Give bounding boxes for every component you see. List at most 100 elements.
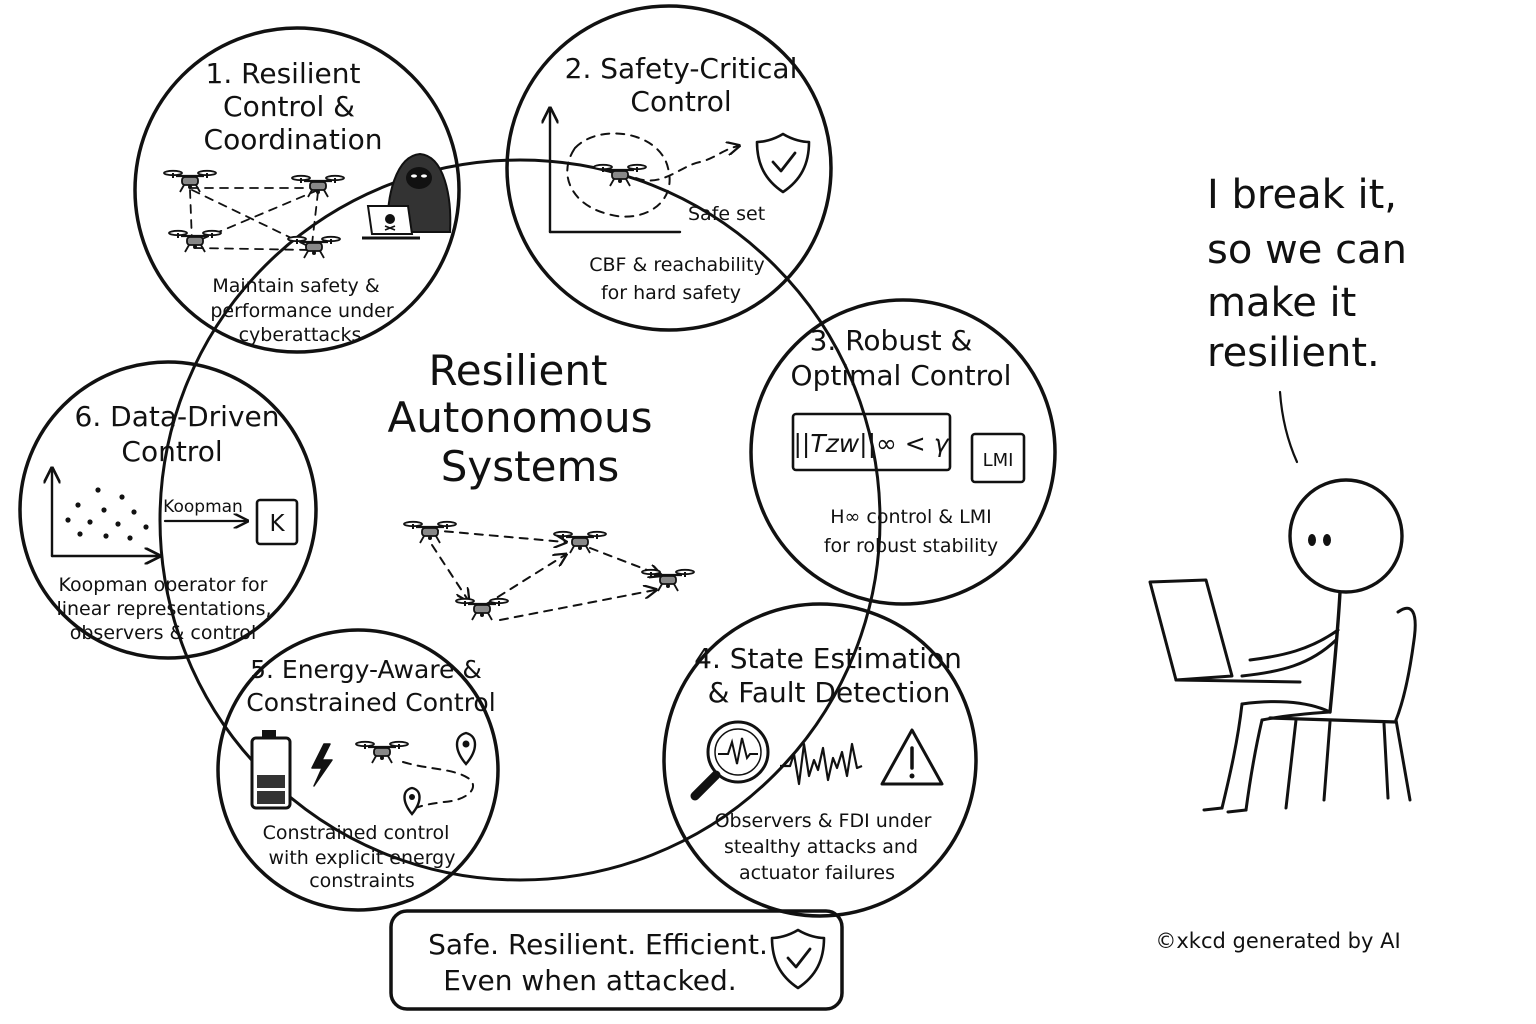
stick-figure: [1148, 478, 1417, 814]
figure-foot: [1226, 808, 1248, 814]
center-block: Resilient Autonomous Systems: [388, 346, 696, 622]
module-title-line: 2. Safety-Critical: [565, 52, 798, 85]
module-caption-line: Koopman operator for: [59, 574, 268, 596]
swarm-drones: [402, 520, 696, 622]
figure-arm: [1248, 628, 1340, 662]
module-title-line: 5. Energy-Aware &: [250, 655, 482, 684]
banner-line-2: Even when attacked.: [443, 964, 736, 997]
shield-check-icon: [770, 928, 826, 990]
module-circle: [662, 602, 978, 918]
chair-icon: [1268, 606, 1417, 810]
center-title-line-3: Systems: [441, 442, 620, 491]
speech-line-4: resilient.: [1207, 330, 1380, 376]
module-caption-line: Maintain safety &: [212, 275, 379, 297]
module-circle: [749, 298, 1057, 606]
module-data-driven: 6. Data-Driven Control Koopman K Koopman…: [18, 360, 318, 660]
module-caption-line: cyberattacks: [239, 324, 362, 346]
center-title-line-2: Autonomous: [388, 393, 653, 442]
module-caption-line: Observers & FDI under: [715, 810, 932, 832]
module-title-line: 4. State Estimation: [694, 642, 962, 675]
module-safety-critical: 2. Safety-Critical Control Safe set CBF …: [505, 4, 833, 332]
module-robust-optimal: 3. Robust & Optimal Control ||Tzw||∞ < γ…: [749, 298, 1057, 606]
safe-set-plot: Safe set: [550, 110, 765, 234]
figure-shin: [1244, 718, 1264, 812]
lmi-badge-label: LMI: [983, 450, 1014, 471]
module-title-line: Control &: [223, 90, 355, 123]
map-pin-icon: [403, 786, 421, 816]
figure-foot: [1202, 806, 1224, 812]
module-circle: [18, 360, 318, 660]
drone-icon: [592, 163, 648, 188]
shield-check-icon: [755, 132, 811, 194]
figure-torso: [1328, 590, 1342, 714]
figure-shin: [1220, 702, 1244, 810]
drone-icon: [454, 597, 510, 622]
figure-eye: [1323, 534, 1331, 546]
drone-icon: [640, 568, 696, 593]
formula-box: [791, 412, 952, 472]
drone-icon: [354, 740, 410, 765]
banner-frame: [389, 909, 844, 1011]
module-state-estimation: 4. State Estimation & Fault Detection Ob…: [662, 602, 978, 918]
module-caption-line: H∞ control & LMI: [830, 506, 992, 528]
credit-text: ©xkcd generated by AI: [1155, 929, 1400, 953]
module-circle: [216, 628, 500, 912]
module-caption-line: for hard safety: [601, 282, 741, 304]
speech-line-2: so we can: [1207, 227, 1407, 273]
lmi-badge: [970, 432, 1026, 484]
module-title-line: 6. Data-Driven: [75, 400, 280, 433]
map-pin-icon: [455, 731, 477, 766]
koopman-badge: [255, 498, 299, 546]
module-caption-line: performance under: [210, 300, 394, 322]
figure-thigh: [1240, 700, 1332, 714]
module-caption-line: actuator failures: [739, 862, 895, 884]
figure-eye: [1308, 534, 1316, 546]
koopman-badge-label: K: [269, 511, 285, 537]
module-caption-line: for robust stability: [824, 535, 998, 557]
module-caption-line: observers & control: [70, 622, 256, 644]
hacker-icon: [362, 152, 452, 240]
signal-waveform-icon: [780, 742, 863, 786]
module-caption-line: linear representations,: [56, 598, 271, 620]
figure-thigh: [1260, 710, 1332, 722]
tagline-banner: Safe. Resilient. Efficient. Even when at…: [389, 909, 844, 1011]
module-circle: [133, 26, 461, 354]
laptop-icon: [1148, 578, 1302, 684]
banner-line-1: Safe. Resilient. Efficient.: [428, 928, 768, 961]
module-caption-line: stealthy attacks and: [724, 836, 918, 858]
speech-bubble: I break it, so we can make it resilient.: [1207, 172, 1407, 464]
ring-connector: [158, 158, 882, 882]
figure-head: [1288, 478, 1404, 594]
warning-icon: [880, 728, 944, 786]
drone-icon: [286, 235, 342, 260]
battery-icon: [250, 730, 292, 810]
drone-icon: [552, 530, 608, 555]
speech-tail: [1278, 390, 1299, 464]
speech-line-1: I break it,: [1207, 172, 1397, 218]
magnifier-signal-icon: [690, 720, 770, 801]
figure-arm: [1240, 638, 1338, 678]
lightning-icon: [311, 743, 333, 787]
plot-label: Safe set: [688, 203, 765, 225]
scatter-plot-icon: [52, 470, 158, 556]
module-title-line: Control: [630, 85, 731, 118]
drone-icon: [290, 174, 346, 199]
module-title-line: Constrained Control: [246, 688, 495, 717]
module-title-line: Coordination: [204, 123, 383, 156]
module-title-line: 1. Resilient: [206, 57, 361, 90]
module-title-line: 3. Robust &: [810, 324, 973, 357]
module-resilient-control: 1. Resilient Control & Coordination: [133, 26, 461, 354]
module-title-line: & Fault Detection: [708, 676, 951, 709]
module-caption-line: CBF & reachability: [589, 254, 765, 276]
module-caption-line: Constrained control: [263, 822, 450, 844]
module-title-line: Optimal Control: [791, 359, 1012, 392]
module-caption-line: with explicit energy: [269, 847, 456, 869]
formula-text: ||Tzw||∞ < γ: [794, 429, 950, 458]
drone-network: [162, 169, 346, 260]
module-circle: [505, 4, 833, 332]
laptop-icon: [362, 205, 420, 240]
module-title-line: Control: [121, 435, 222, 468]
center-title-line-1: Resilient: [429, 346, 608, 395]
koopman-arrow-label: Koopman: [163, 497, 243, 517]
